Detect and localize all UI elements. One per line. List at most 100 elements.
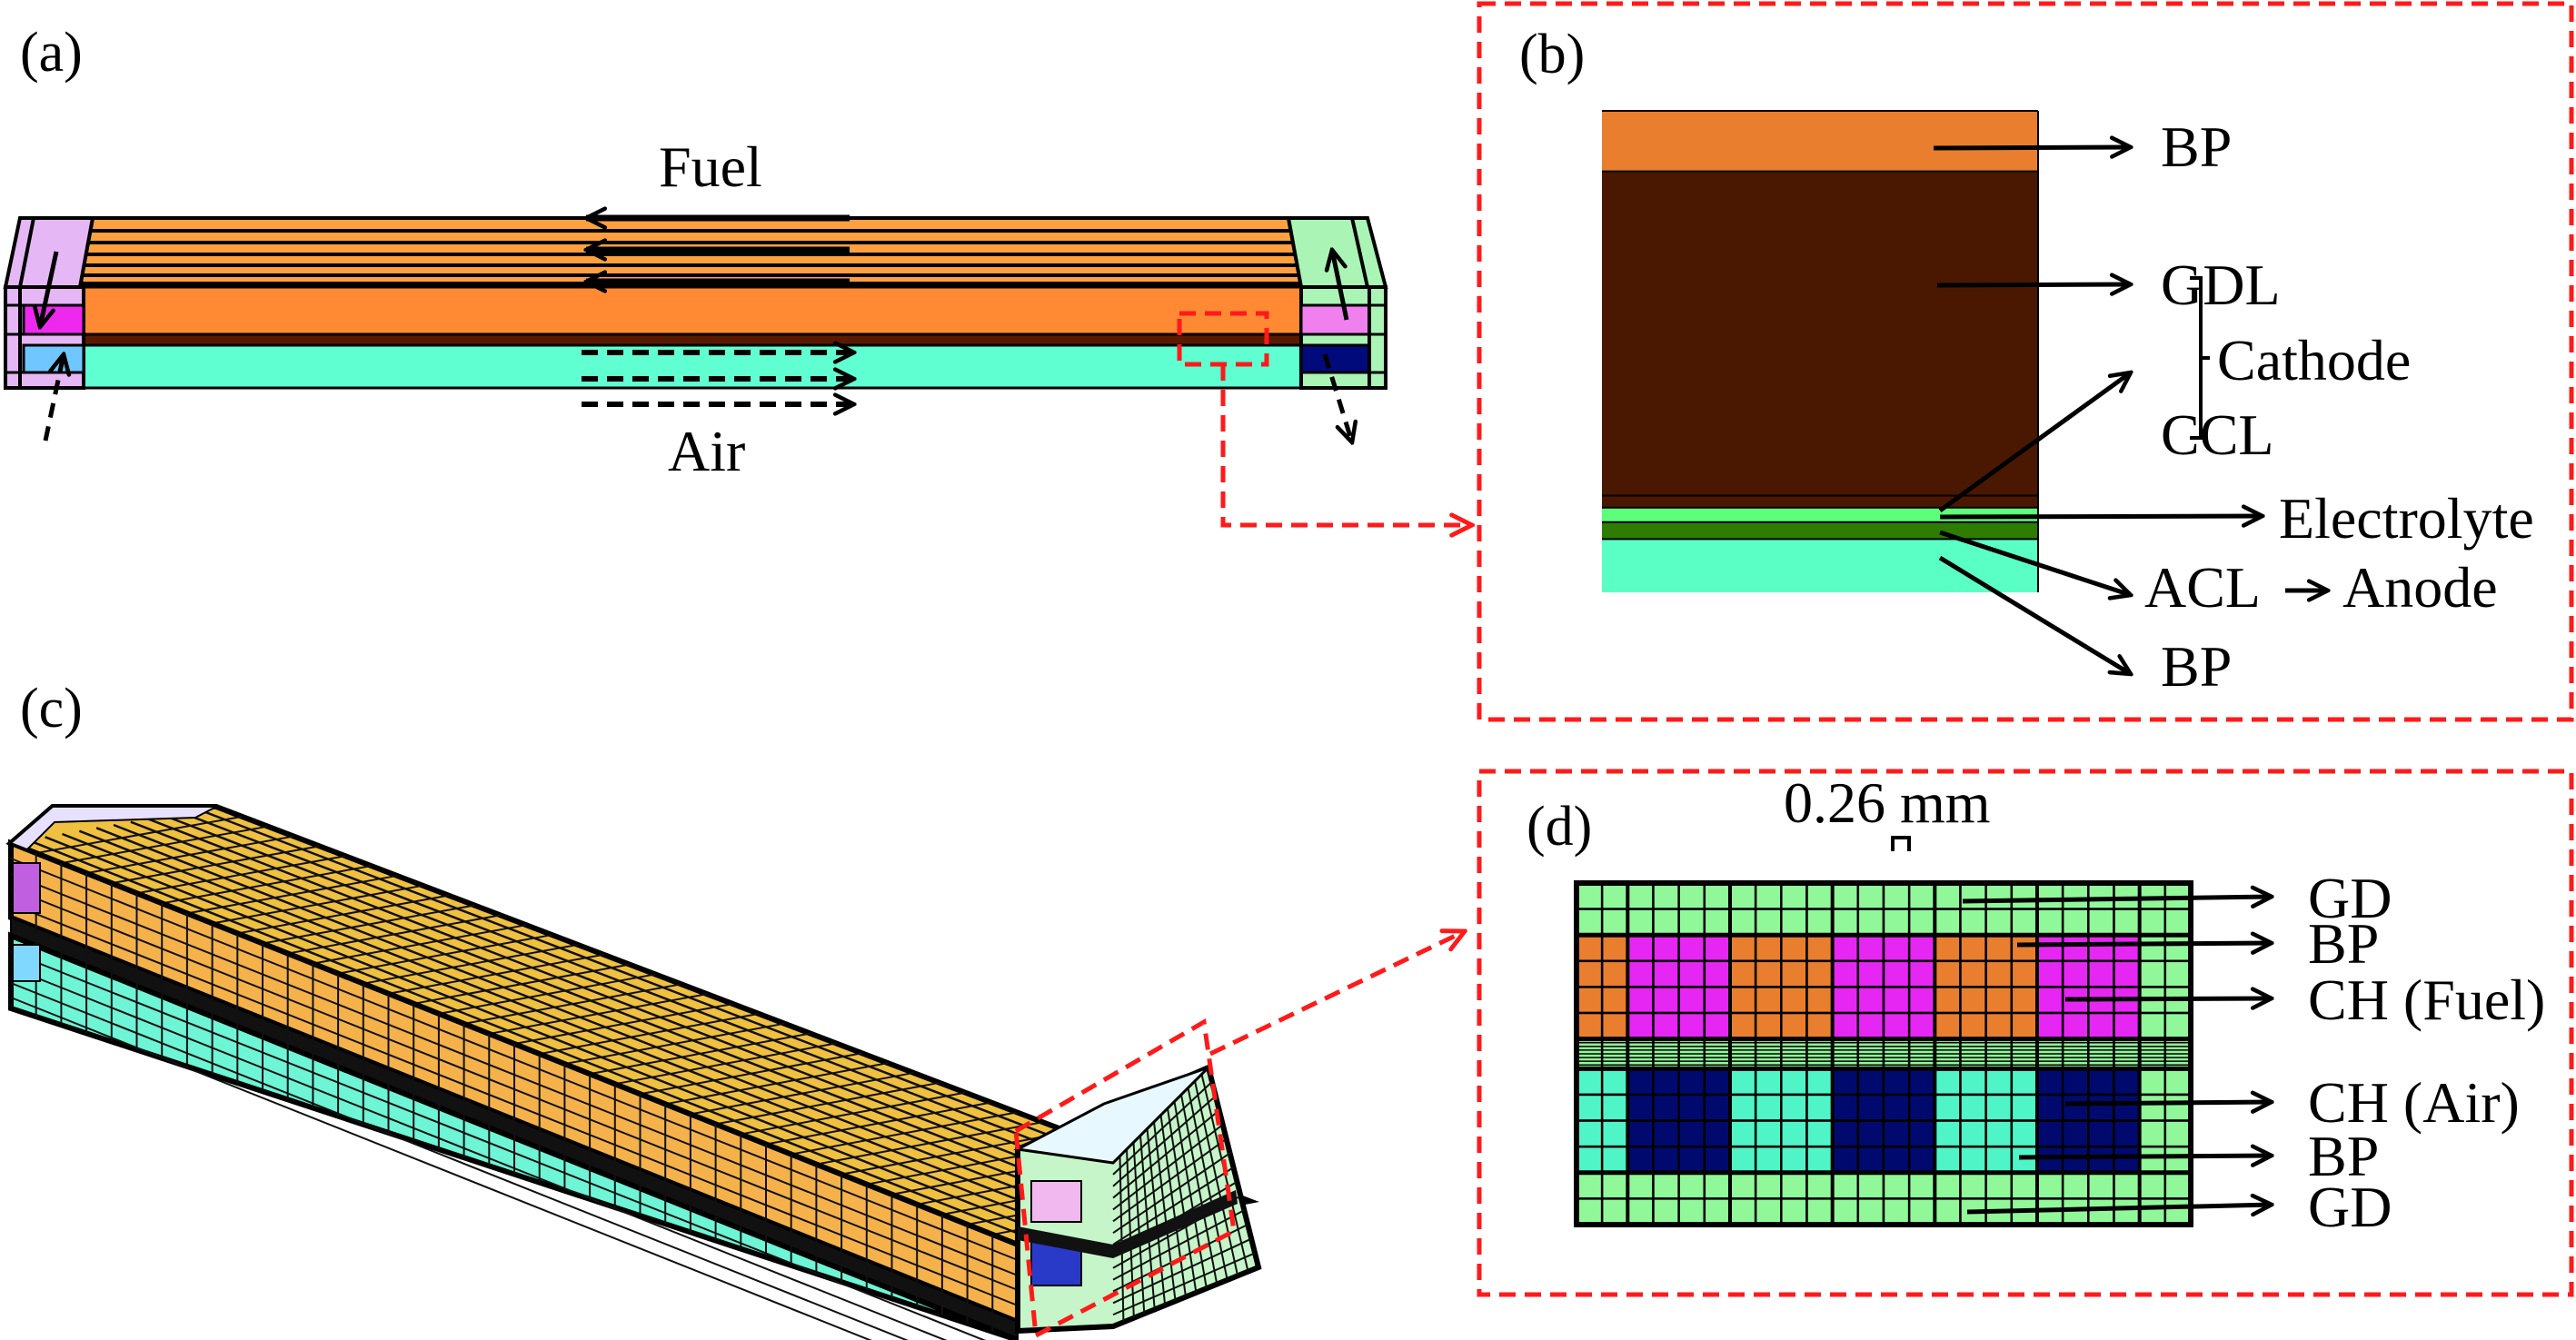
mesh-cell bbox=[2061, 1093, 2090, 1122]
mesh-cell bbox=[2163, 1197, 2193, 1226]
mesh-cell bbox=[1626, 959, 1655, 988]
channel-lines bbox=[80, 229, 1301, 285]
mesh-cell bbox=[2163, 1011, 2193, 1040]
mesh-cell bbox=[2163, 908, 2193, 937]
mesh-cell bbox=[1959, 959, 1987, 988]
cutting-plane-highlight bbox=[1013, 1017, 1237, 1339]
layer-electrolyte bbox=[1602, 507, 2038, 522]
mesh-cell bbox=[1575, 1067, 1604, 1097]
mesh-cell bbox=[1600, 881, 1629, 910]
mesh-cell bbox=[1677, 1011, 1706, 1040]
mesh-cell bbox=[1959, 1171, 1987, 1200]
panel-a: (a) Fuel Air bbox=[3, 22, 1472, 525]
panel-b: (b) BP GDL CCL Cathode Electrolyte ACL A… bbox=[1477, 1, 2574, 722]
mesh-line bbox=[1112, 1080, 1213, 1176]
mesh-cell bbox=[1754, 959, 1783, 988]
mesh-line bbox=[1112, 1166, 1235, 1246]
mesh-line bbox=[715, 1081, 940, 1126]
mesh-cell bbox=[1703, 1067, 1732, 1097]
mesh-cell bbox=[1831, 1145, 1860, 1175]
mesh-cell bbox=[1626, 1067, 1655, 1097]
cutting-plane-arrow-icon bbox=[1208, 931, 1465, 1057]
mesh-cell bbox=[2138, 1067, 2167, 1097]
mesh-cell bbox=[2087, 881, 2115, 910]
mesh-cell bbox=[1780, 1145, 1808, 1175]
label-ch-fuel: CH (Fuel) bbox=[2308, 968, 2545, 1032]
mesh-cell bbox=[1754, 986, 1783, 1015]
mesh-cell bbox=[1677, 1093, 1706, 1122]
mesh-cell bbox=[1805, 1119, 1834, 1148]
mesh-cell bbox=[1959, 986, 1987, 1015]
mesh-cell bbox=[1882, 986, 1911, 1015]
mesh-cell bbox=[1831, 933, 1860, 963]
mesh-line bbox=[313, 924, 527, 965]
mesh-cell bbox=[2061, 1011, 2090, 1040]
mesh-cell bbox=[1575, 908, 1604, 937]
mesh-cell bbox=[1626, 1197, 1655, 1226]
mesh-cell bbox=[1677, 1067, 1706, 1097]
mesh-cell bbox=[2010, 986, 2039, 1015]
mesh-cell bbox=[1600, 1067, 1629, 1097]
mesh-cell bbox=[1754, 908, 1783, 937]
mesh-cell bbox=[2035, 1011, 2064, 1040]
mesh-cell bbox=[2061, 881, 2090, 910]
mesh-cell bbox=[2010, 908, 2039, 937]
label-bp-top-d: BP bbox=[2308, 911, 2379, 976]
mesh-cell bbox=[1805, 1067, 1834, 1097]
panel-d: (d) 0.26 mm GD BP CH (Fuel) CH (Air) BP … bbox=[1477, 769, 2574, 1297]
membrane-band bbox=[82, 333, 1303, 347]
mesh-cell bbox=[2138, 1145, 2167, 1175]
mesh-cell bbox=[2010, 1171, 2039, 1200]
mesh-cell bbox=[1600, 1171, 1629, 1200]
mesh-cell bbox=[1831, 959, 1860, 988]
bp-cathode-side bbox=[82, 285, 1303, 336]
panel-b-frame bbox=[1477, 1, 2574, 722]
mesh-cell bbox=[1600, 1145, 1629, 1175]
mesh-cell bbox=[2035, 959, 2064, 988]
mesh-cell bbox=[2087, 1197, 2115, 1226]
mesh-line bbox=[136, 855, 346, 895]
panel-c-label: (c) bbox=[20, 678, 83, 739]
mesh-end-pink-block bbox=[1030, 1180, 1082, 1223]
mesh-cell bbox=[2138, 1011, 2167, 1040]
mesh-cell bbox=[1728, 881, 1757, 910]
panel-a-label: (a) bbox=[20, 22, 83, 84]
mesh-cell bbox=[1805, 1011, 1834, 1040]
mesh-left-air-port bbox=[12, 944, 41, 982]
mesh-cell bbox=[1856, 1119, 1885, 1148]
label-gdl: GDL bbox=[2161, 253, 2281, 317]
mesh-cell bbox=[1984, 881, 2014, 910]
panel-b-label: (b) bbox=[1519, 24, 1585, 85]
mesh-cell bbox=[2035, 1067, 2064, 1097]
mesh-cell bbox=[2061, 1119, 2090, 1148]
mesh-cell bbox=[1934, 1197, 1962, 1226]
mesh-cell bbox=[1959, 1011, 1987, 1040]
mesh-cell bbox=[1728, 1171, 1757, 1200]
mesh-cell bbox=[1728, 933, 1757, 963]
mesh-cell bbox=[1703, 1011, 1732, 1040]
ch-air-arrow-icon bbox=[2064, 1102, 2272, 1104]
mesh-cell bbox=[2061, 1145, 2090, 1175]
left-air-port bbox=[22, 343, 85, 374]
mesh-cell bbox=[2061, 933, 2090, 963]
mesh-line bbox=[539, 1012, 760, 1056]
mesh-line bbox=[1112, 1209, 1245, 1281]
mesh-cell bbox=[1703, 1171, 1732, 1200]
bp-top-d-arrow-icon bbox=[2016, 943, 2272, 945]
mesh-cell bbox=[1703, 986, 1732, 1015]
mesh-cell bbox=[1626, 1011, 1655, 1040]
mesh-cell bbox=[2035, 1093, 2064, 1122]
mesh-line bbox=[85, 835, 294, 875]
mesh-cell bbox=[1831, 1171, 1860, 1200]
mesh-cell bbox=[2087, 959, 2115, 988]
mesh-cell bbox=[1677, 1119, 1706, 1148]
mesh-line bbox=[388, 953, 604, 995]
mesh-line bbox=[438, 973, 656, 1015]
mesh-cell bbox=[2035, 933, 2064, 963]
mesh-cell bbox=[2010, 1119, 2039, 1148]
mesh-cell bbox=[1831, 881, 1860, 910]
acl-arrow-icon bbox=[1939, 530, 2131, 595]
mesh-cell bbox=[2010, 933, 2039, 963]
mesh-cell bbox=[1728, 1067, 1757, 1097]
mesh-cell bbox=[1856, 1145, 1885, 1175]
